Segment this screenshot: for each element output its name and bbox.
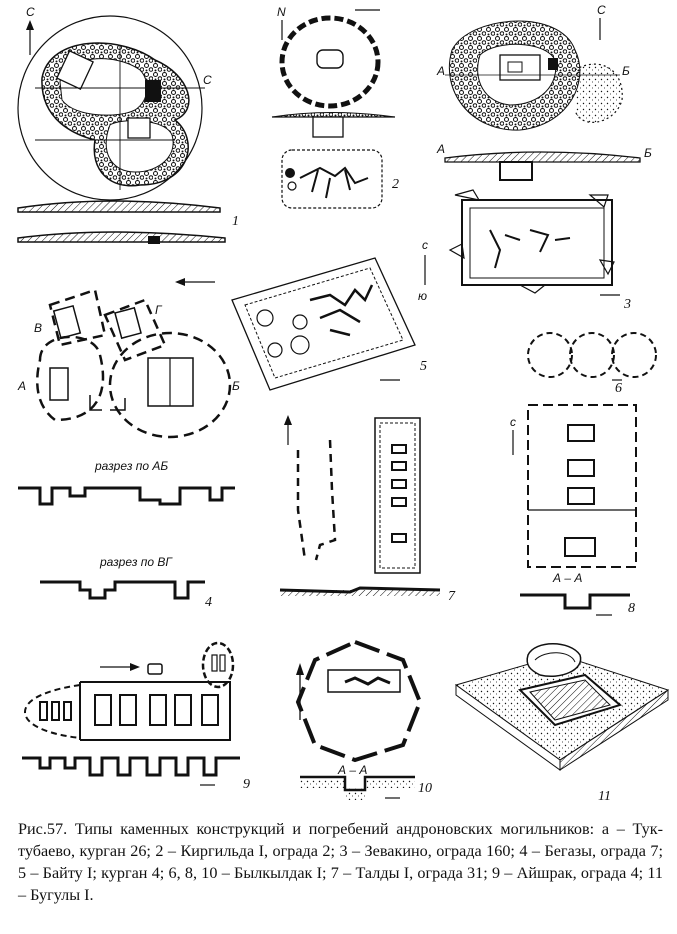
label-a2-3: А (436, 142, 445, 156)
label-north-1: С (26, 5, 35, 19)
panel-number-1: 1 (232, 214, 239, 229)
panel-number-6: 6 (615, 381, 622, 396)
panel-8: с А – А 8 (510, 404, 637, 616)
panel-10: А – А 10 (295, 639, 432, 800)
section-ab-label: разрез по АБ (94, 459, 168, 473)
label-north-5: с (422, 238, 428, 252)
label-v-4: В (34, 321, 42, 335)
label-b2-3: Б (644, 146, 652, 160)
panel-7: 7 (279, 415, 456, 604)
section-label-10: А – А (337, 763, 367, 777)
label-east-1: С (203, 73, 212, 87)
figure-plate: С С 1 N 2 С А Б А Б (17, 3, 670, 804)
section-vg-label: разрез по ВГ (99, 555, 173, 569)
panel-number-8: 8 (628, 601, 635, 616)
panel-1: С С 1 (17, 5, 239, 244)
panel-4: В Г А Б разрез по АБ разрез по ВГ 4 (17, 278, 240, 610)
panel-number-7: 7 (448, 589, 456, 604)
panel-number-9: 9 (243, 777, 250, 792)
panel-number-3: 3 (623, 297, 631, 312)
label-a-3: А (436, 64, 445, 78)
panel-number-2: 2 (392, 177, 399, 192)
label-b-4: Б (232, 379, 240, 393)
label-scale-5: ю (418, 289, 427, 303)
panel-3: С А Б А Б 3 (436, 3, 652, 312)
panel-number-10: 10 (418, 781, 432, 796)
label-b-3: Б (622, 64, 630, 78)
panel-5: с ю 5 (231, 238, 428, 391)
panel-2: N 2 (271, 5, 399, 209)
panel-number-11: 11 (598, 789, 611, 804)
label-north-2: N (277, 5, 286, 19)
figure-caption: Рис.57. Типы каменных конструкций и погр… (18, 820, 663, 904)
label-north-8: с (510, 415, 516, 429)
section-label-8: А – А (552, 571, 582, 585)
panel-11: 11 (454, 643, 670, 804)
panel-number-4: 4 (205, 595, 212, 610)
panel-9: 9 (22, 641, 250, 792)
label-north-3: С (597, 3, 606, 17)
panel-number-5: 5 (420, 359, 427, 374)
label-g-4: Г (155, 303, 163, 317)
panel-6: 6 (527, 332, 657, 396)
label-a-4: А (17, 379, 26, 393)
